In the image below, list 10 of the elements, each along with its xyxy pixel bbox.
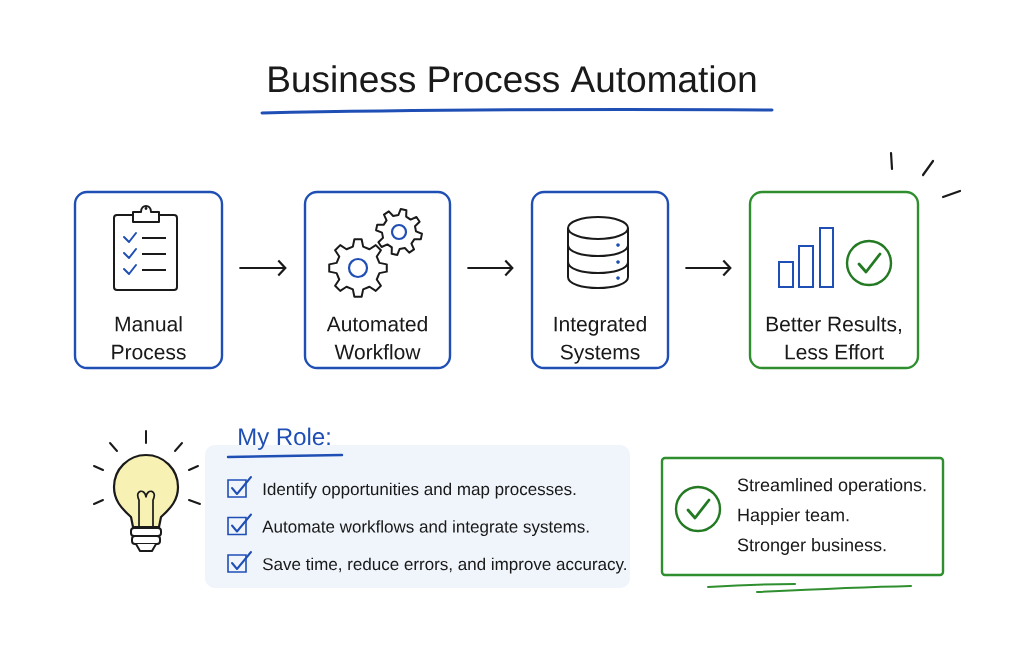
title: Business Process Automation bbox=[269, 65, 756, 93]
list-item: Save time, reduce errors, and improve accuracy. bbox=[262, 557, 626, 574]
heading: My Role: bbox=[239, 427, 330, 450]
outcome-box: Streamlined operations. Happier team. Stronger business. bbox=[660, 456, 945, 577]
step-box: Better Results, Less Effort bbox=[748, 190, 920, 370]
list-item: Identify opportunities and map processes. bbox=[263, 482, 576, 499]
arrow bbox=[467, 259, 514, 277]
list-item: Automate workflows and integrate systems. bbox=[262, 520, 589, 537]
arrow bbox=[239, 259, 287, 277]
arrow bbox=[685, 259, 732, 277]
